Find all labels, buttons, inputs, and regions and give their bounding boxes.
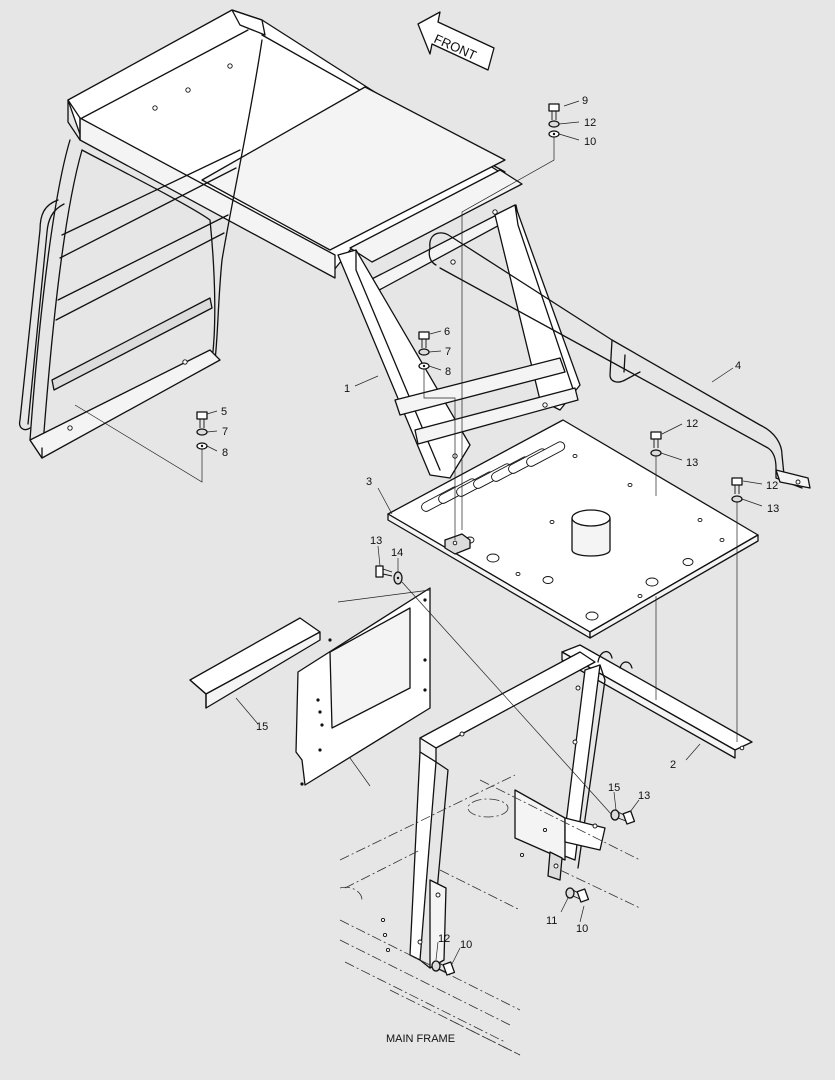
bolt-12-bracket: [610, 809, 636, 825]
callout-9: 9: [582, 95, 588, 107]
assembly-lines: [74, 137, 738, 816]
callout-8: 8: [445, 366, 451, 378]
callout-12: 12: [686, 418, 698, 430]
rod: [428, 232, 811, 489]
vent-slots: [421, 441, 566, 512]
bolt-5: [196, 411, 208, 450]
callout-2: 2: [670, 759, 676, 771]
callout-12: 12: [766, 480, 778, 492]
canopy-frame: [18, 9, 581, 479]
callout-13: 13: [767, 503, 779, 515]
support-frame-2: [409, 644, 753, 969]
main-frame-phantom: [339, 774, 641, 1056]
callout-3: 3: [366, 476, 372, 488]
callout-9: 10: [460, 939, 472, 951]
bolt-12-upper: [650, 431, 662, 457]
pipe-stub: [571, 509, 611, 557]
callout-13: 14: [391, 547, 403, 559]
bolt-12-left: [375, 565, 403, 585]
front-arrow: FRONT: [417, 11, 495, 71]
callout-9: 10: [576, 923, 588, 935]
callout-10: 10: [584, 136, 596, 148]
bolt-9-middle: [565, 887, 590, 903]
bolt-6: [418, 331, 430, 370]
bolt-12-lower: [731, 477, 743, 503]
callout-4: 4: [735, 360, 741, 372]
callouts: 9 12 10 6 7 8 5 7 8 1 4 3 12 13 12 13 13…: [221, 95, 779, 951]
callout-7: 7: [222, 426, 228, 438]
bolt-9-top: [548, 103, 560, 138]
callout-1: 1: [344, 383, 350, 395]
callout-10: 12: [438, 933, 450, 945]
callout-12: 13: [638, 790, 650, 802]
fasteners: [196, 103, 743, 976]
main-frame-caption: MAIN FRAME: [386, 1033, 455, 1045]
callout-10: 11: [546, 915, 557, 927]
callout-13: 15: [608, 782, 620, 794]
bolt-9-bottom: [431, 960, 456, 976]
callout-7: 7: [445, 346, 451, 358]
callout-12: 13: [370, 535, 382, 547]
callout-8: 8: [222, 447, 228, 459]
callout-11: 12: [584, 117, 596, 129]
floor-plate: [387, 419, 759, 639]
callout-6: 6: [444, 326, 450, 338]
angle-14: [189, 617, 321, 709]
leader-lines: [206, 100, 763, 965]
callout-13: 13: [686, 457, 698, 469]
side-panel-15: [295, 587, 431, 786]
callout-5: 5: [221, 406, 227, 418]
callout-14: 15: [256, 721, 268, 733]
